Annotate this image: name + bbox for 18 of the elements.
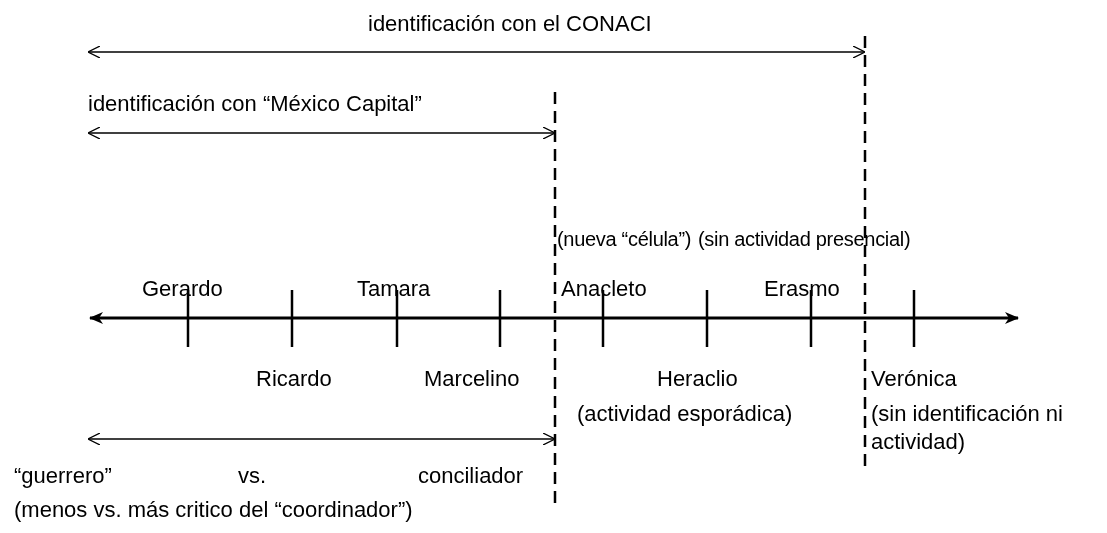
scale-label: vs. <box>238 462 267 490</box>
annotation-text: (actividad esporádica) <box>577 400 793 428</box>
person-name: Ricardo <box>256 365 332 393</box>
range-label: identificación con el CONACI <box>368 10 652 38</box>
annotation-text: (sin identificación ni actividad) <box>871 400 1064 456</box>
person-name: Erasmo <box>764 275 840 303</box>
scale-label: “guerrero” <box>14 462 112 490</box>
person-name: Gerardo <box>142 275 223 303</box>
annotation-text: (nueva “célula”) <box>557 227 692 252</box>
scale-label: conciliador <box>418 462 524 490</box>
person-name: Heraclio <box>657 365 738 393</box>
annotation-text: (sin actividad presencial) <box>698 227 911 252</box>
range-label: identificación con “México Capital” <box>88 90 422 118</box>
person-name: Tamara <box>357 275 431 303</box>
person-name: Marcelino <box>424 365 520 393</box>
person-name: Verónica <box>871 365 957 393</box>
annotation-text: (menos vs. más critico del “coordinador”) <box>14 496 413 524</box>
person-name: Anacleto <box>561 275 647 303</box>
